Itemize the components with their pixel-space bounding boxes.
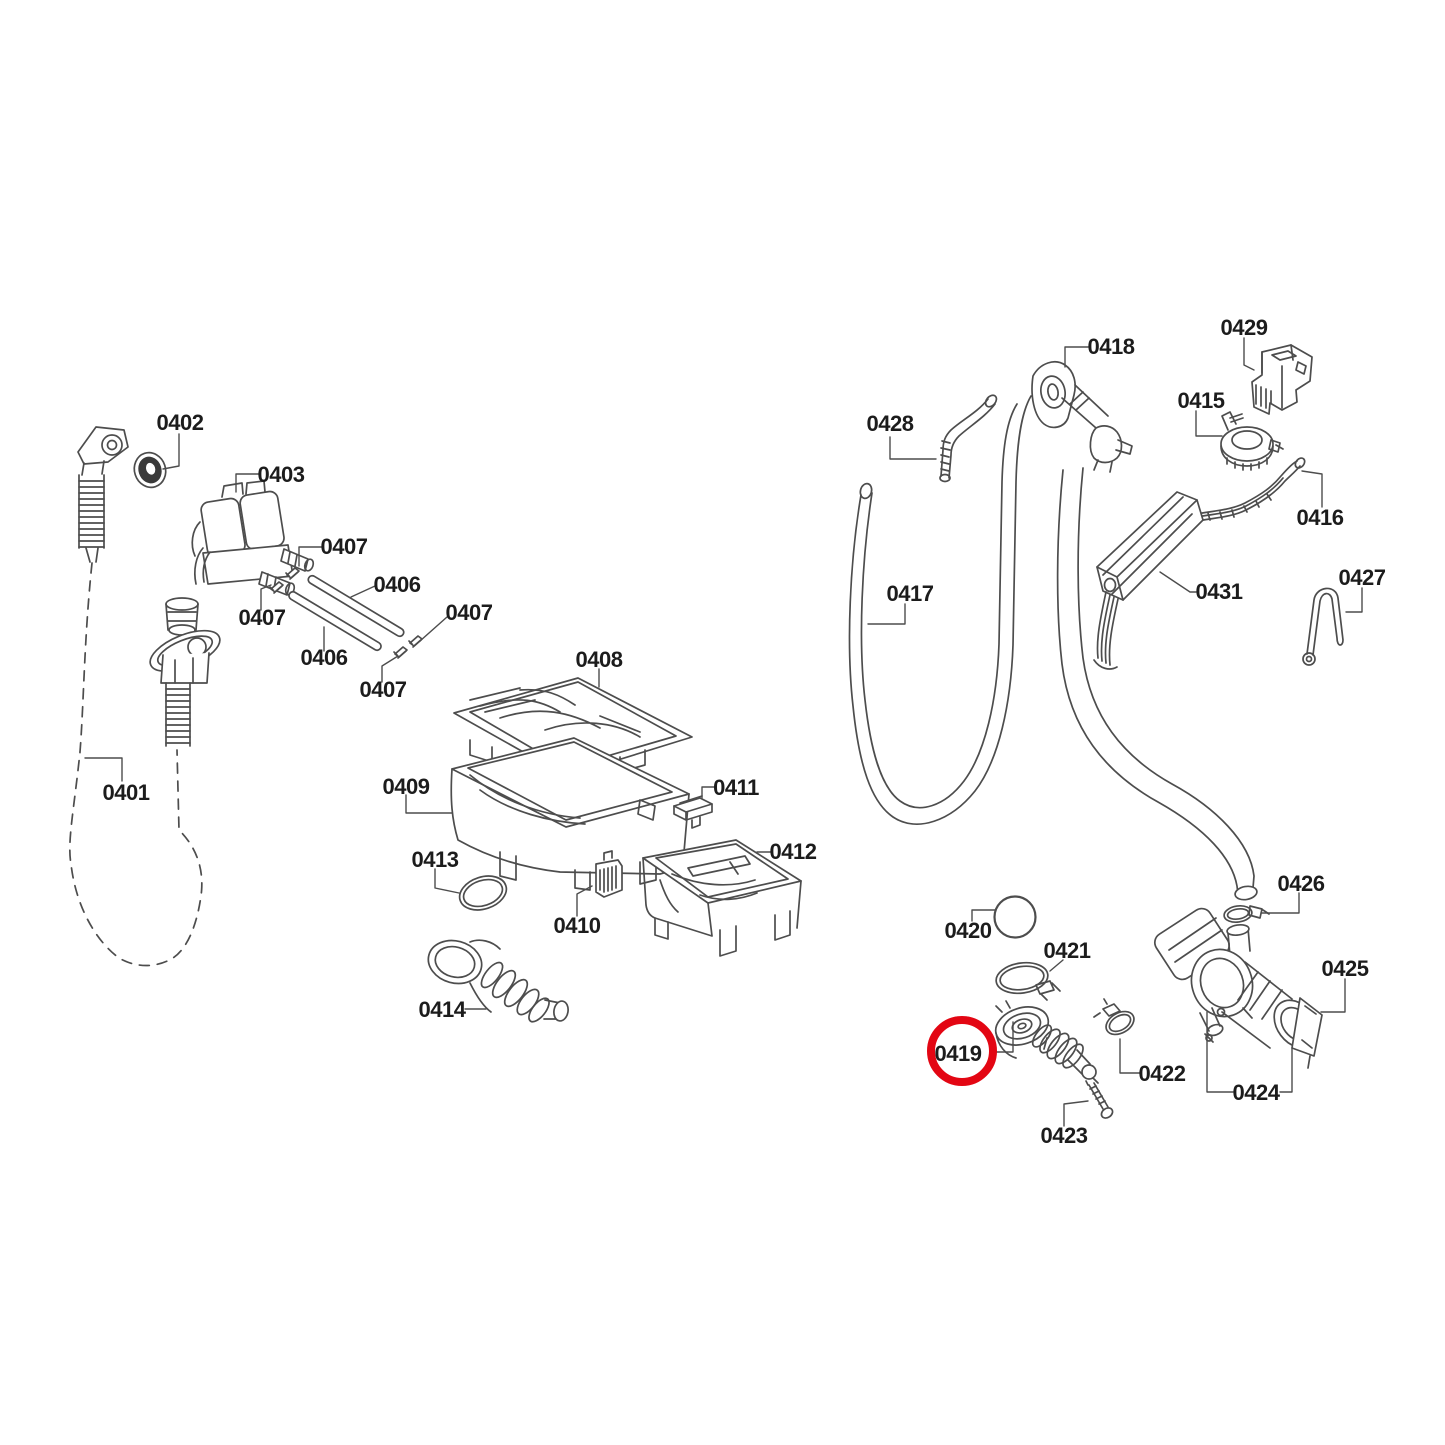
part-0406-tube-upper [307, 574, 405, 638]
leader-0407c [419, 616, 448, 642]
leader-0422 [1119, 1038, 1141, 1074]
part-label-0420[interactable]: 0420 [945, 918, 993, 943]
part-0414-corrugated-hose [427, 939, 569, 1023]
part-0410-insert [595, 850, 623, 898]
leader-0416 [1301, 470, 1323, 508]
part-label-0417[interactable]: 0417 [887, 581, 935, 606]
leader-0409 [405, 794, 453, 814]
part-0407-clamp-b [269, 581, 284, 594]
part-0428-hose [939, 394, 998, 483]
part-0402-grommet [133, 451, 167, 489]
part-label-0418[interactable]: 0418 [1088, 334, 1136, 359]
part-label-0406a[interactable]: 0406 [374, 572, 422, 597]
part-0423-screw [1085, 1080, 1114, 1119]
leader-0403 [235, 473, 260, 493]
part-0418-spout-assembly [1031, 361, 1258, 901]
leader-0401 [84, 757, 123, 782]
part-label-0422[interactable]: 0422 [1139, 1061, 1187, 1086]
leader-0406a [350, 585, 376, 598]
part-label-0410[interactable]: 0410 [554, 913, 602, 938]
leader-0428 [889, 436, 937, 460]
part-label-0411[interactable]: 0411 [713, 775, 759, 800]
part-label-0425[interactable]: 0425 [1322, 956, 1370, 981]
part-labels: 0401 0402 0403 0407 0406 0407 0406 0407 … [103, 315, 1387, 1148]
part-0424-0425-pump-assembly [1153, 907, 1323, 1069]
part-label-0406b[interactable]: 0406 [301, 645, 349, 670]
leader-0417 [867, 603, 906, 625]
leader-0424-right [1279, 1047, 1293, 1093]
leader-0411 [701, 786, 715, 799]
leader-0407a [298, 546, 323, 567]
part-label-0423[interactable]: 0423 [1041, 1123, 1089, 1148]
part-label-0413[interactable]: 0413 [412, 847, 460, 872]
leader-lines [84, 337, 1363, 1127]
part-label-0407d[interactable]: 0407 [360, 677, 408, 702]
part-label-0428[interactable]: 0428 [867, 411, 915, 436]
part-label-0427[interactable]: 0427 [1339, 565, 1387, 590]
leader-0407b [260, 584, 272, 611]
part-label-0407a[interactable]: 0407 [321, 534, 369, 559]
part-0412-dispenser-drawer [642, 839, 802, 957]
part-label-0424[interactable]: 0424 [1233, 1080, 1282, 1105]
leader-0429 [1243, 337, 1255, 371]
part-label-0401[interactable]: 0401 [103, 780, 151, 805]
leader-0402 [162, 433, 180, 470]
leader-0425 [1320, 978, 1346, 1013]
part-label-0407b[interactable]: 0407 [239, 605, 287, 630]
highlight-circle-0419 [927, 1016, 997, 1086]
part-label-0403[interactable]: 0403 [258, 462, 306, 487]
part-0403-inlet-valve [191, 480, 315, 596]
part-0413-o-ring [458, 875, 508, 911]
part-0419-air-trap [994, 1000, 1099, 1084]
part-label-0408[interactable]: 0408 [576, 647, 624, 672]
part-0411-insert [673, 795, 713, 829]
leader-0413 [434, 868, 460, 894]
part-label-0419[interactable]: 0419 [935, 1041, 983, 1066]
leader-0424-left [1206, 1011, 1234, 1093]
leader-0407d [381, 655, 399, 683]
part-0421-clamp-ring [995, 961, 1061, 1001]
diagram-art [68, 337, 1363, 1127]
leader-0421 [1049, 959, 1064, 972]
leader-0423 [1063, 1100, 1089, 1127]
part-0422-clamp [1093, 998, 1135, 1036]
part-label-0409[interactable]: 0409 [383, 774, 431, 799]
leader-0420 [971, 909, 997, 922]
leader-0419 [994, 1021, 1014, 1053]
part-0431-suppressor [1093, 491, 1204, 670]
part-label-0431[interactable]: 0431 [1196, 579, 1244, 604]
leader-0431 [1159, 571, 1197, 593]
part-0401-inlet-hose [68, 426, 221, 967]
part-label-0426[interactable]: 0426 [1278, 871, 1326, 896]
part-0427-holder [1302, 587, 1344, 666]
part-0429-bracket [1251, 344, 1313, 415]
part-0417-drain-hose [848, 395, 1032, 825]
part-0420-seal [993, 895, 1037, 939]
leader-0427 [1345, 587, 1363, 613]
leader-0415 [1195, 410, 1223, 437]
part-0416-hose [1169, 457, 1306, 529]
part-0409-dispenser-housing [450, 737, 690, 891]
part-label-0414[interactable]: 0414 [419, 997, 468, 1022]
part-0407-clamp-a [285, 567, 300, 580]
leader-0426 [1260, 892, 1300, 914]
part-0426-clamp [1223, 904, 1270, 924]
part-label-0416[interactable]: 0416 [1297, 505, 1345, 530]
leader-0410 [576, 885, 593, 917]
part-0415-cap [1220, 411, 1284, 471]
leader-0418 [1064, 346, 1089, 368]
part-label-0412[interactable]: 0412 [770, 839, 818, 864]
part-0406-tube-lower [288, 590, 382, 652]
part-label-0402[interactable]: 0402 [157, 410, 205, 435]
part-0407-clamp-c [393, 646, 408, 659]
part-label-0407c[interactable]: 0407 [446, 600, 494, 625]
part-label-0415[interactable]: 0415 [1178, 388, 1226, 413]
part-label-0429[interactable]: 0429 [1221, 315, 1269, 340]
part-label-0421[interactable]: 0421 [1044, 938, 1092, 963]
